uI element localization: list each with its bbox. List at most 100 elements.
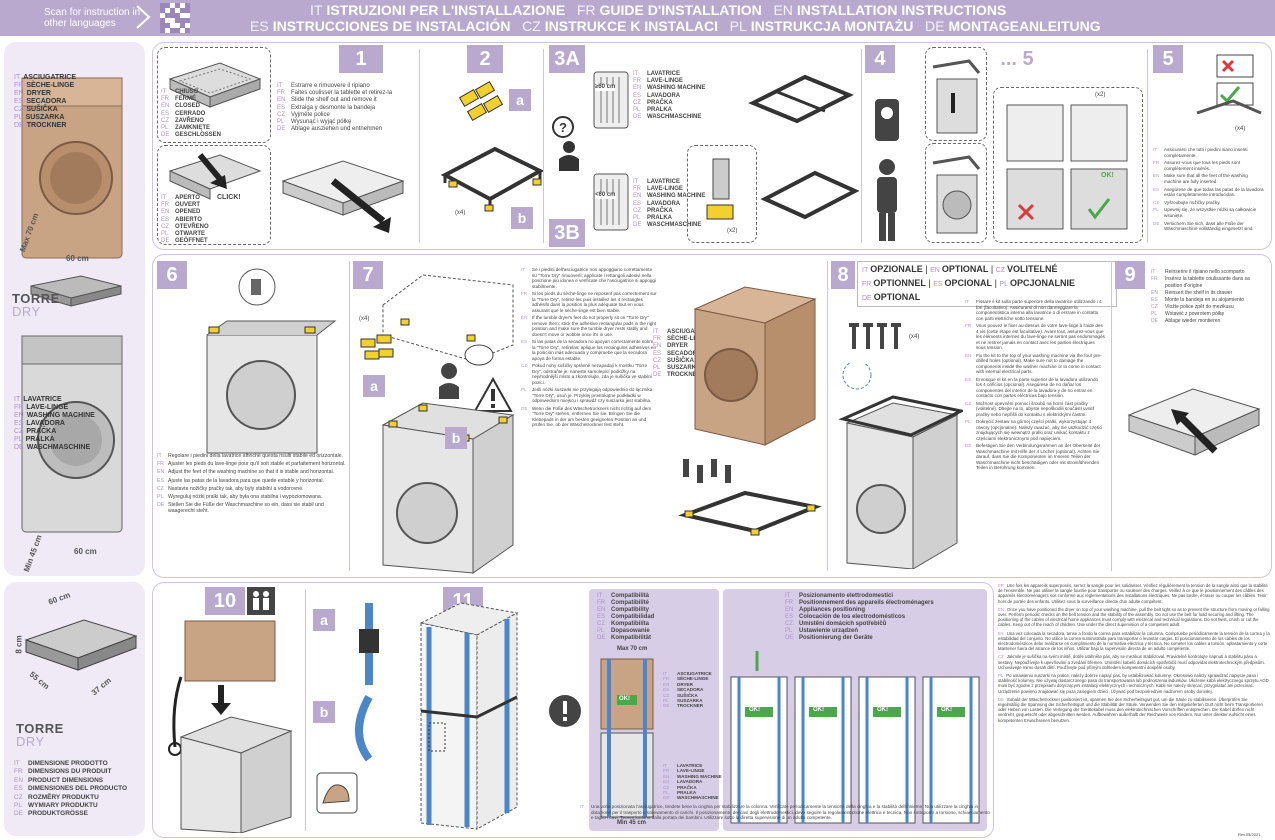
shelf-closed-illustration — [168, 62, 262, 108]
separator — [1111, 261, 1112, 571]
compat-min-label: Min 45 cm — [617, 820, 647, 826]
washer-top-view-b — [593, 173, 629, 231]
strap-tower-illustration — [419, 602, 519, 830]
compat-stack-illustration — [600, 658, 654, 818]
strap-detail-b — [355, 695, 373, 762]
step-7a-badge: a — [363, 375, 385, 397]
step-10a-badge: a — [313, 609, 335, 631]
footer-revision-code: Rev.05/2021 — [1238, 832, 1261, 837]
separator — [1147, 49, 1148, 243]
step-1-closed-frame — [157, 47, 271, 143]
step-4-x2: (x2) — [1095, 92, 1106, 98]
feet-check-illustration — [1196, 54, 1262, 115]
step-3a-badge: 3A — [549, 45, 585, 73]
separator — [349, 261, 350, 571]
washer-top-view-a — [593, 71, 629, 129]
strap-detail-a — [359, 603, 379, 685]
person-thinking-icon — [439, 344, 494, 399]
compat-max-label: Max 70 cm — [617, 646, 648, 652]
shelf-open-illustration — [168, 153, 262, 200]
step-4-badge: 4 — [865, 45, 895, 73]
separator — [861, 49, 862, 243]
frame-3b-illustration — [760, 170, 859, 220]
click-label: CLICK! — [217, 194, 241, 201]
product-frame-illustration — [24, 619, 138, 671]
step-3b-badge: 3B — [549, 219, 585, 247]
step-5-x4: (x4) — [1235, 126, 1246, 132]
step-4-upper-frame — [925, 47, 987, 141]
dim-60: 60 cm — [47, 590, 72, 607]
step-8-badge: 8 — [831, 261, 855, 289]
strength-icon — [316, 772, 358, 814]
tool-icon — [875, 99, 899, 141]
step-45-badge: ... 5 — [1000, 48, 1034, 70]
step-2a-badge: a — [509, 89, 531, 111]
washer-level-illustration — [206, 268, 337, 454]
adhesive-pads-icon — [360, 334, 394, 360]
positioning-ok-3: OK! — [877, 707, 888, 713]
frame-alignment-illustration — [1006, 104, 1128, 230]
dryer-exploded-illustration — [677, 286, 822, 536]
washer-lift-a — [932, 59, 981, 134]
step-10b-badge: b — [313, 701, 335, 723]
warning-icon — [473, 377, 513, 412]
stack-lift-illustration — [168, 620, 293, 833]
separator — [827, 261, 828, 571]
positioning-ok-1: OK! — [749, 707, 760, 713]
dim-60-bottom: 60 cm — [74, 547, 97, 556]
separator — [305, 589, 306, 831]
header-bar: Scan for instruction in other languages … — [0, 0, 1275, 36]
shelf-reinsert-illustration — [1127, 388, 1261, 456]
compat-ok: OK! — [619, 696, 630, 702]
step-10-badge: 10 — [205, 587, 245, 615]
step-2-badge: 2 — [467, 45, 503, 73]
step-7-badge: 7 — [353, 261, 383, 289]
qr-code[interactable] — [160, 3, 190, 33]
step-6-badge: 6 — [157, 261, 187, 289]
positioning-ok-4: OK! — [941, 707, 952, 713]
person-icon — [877, 159, 897, 241]
shelf-removal-illustration — [281, 160, 405, 233]
warning-circle-icon — [549, 695, 581, 727]
step-2-x4: (x4) — [455, 210, 466, 216]
washer-illustration — [21, 335, 123, 533]
step-9-badge: 9 — [1115, 261, 1145, 289]
step-1-badge: 1 — [339, 45, 383, 73]
chevron-right-icon — [136, 5, 151, 29]
step-4-ok: OK! — [1101, 172, 1114, 179]
positioning-ok-2: OK! — [813, 707, 824, 713]
washer-lift-b — [932, 155, 981, 234]
step-3b-detail-frame — [687, 145, 757, 243]
screws-icon — [849, 323, 901, 349]
scan-instruction-text: Scan for instruction in other languages — [44, 7, 141, 29]
foot-detail-illustration — [706, 158, 734, 220]
